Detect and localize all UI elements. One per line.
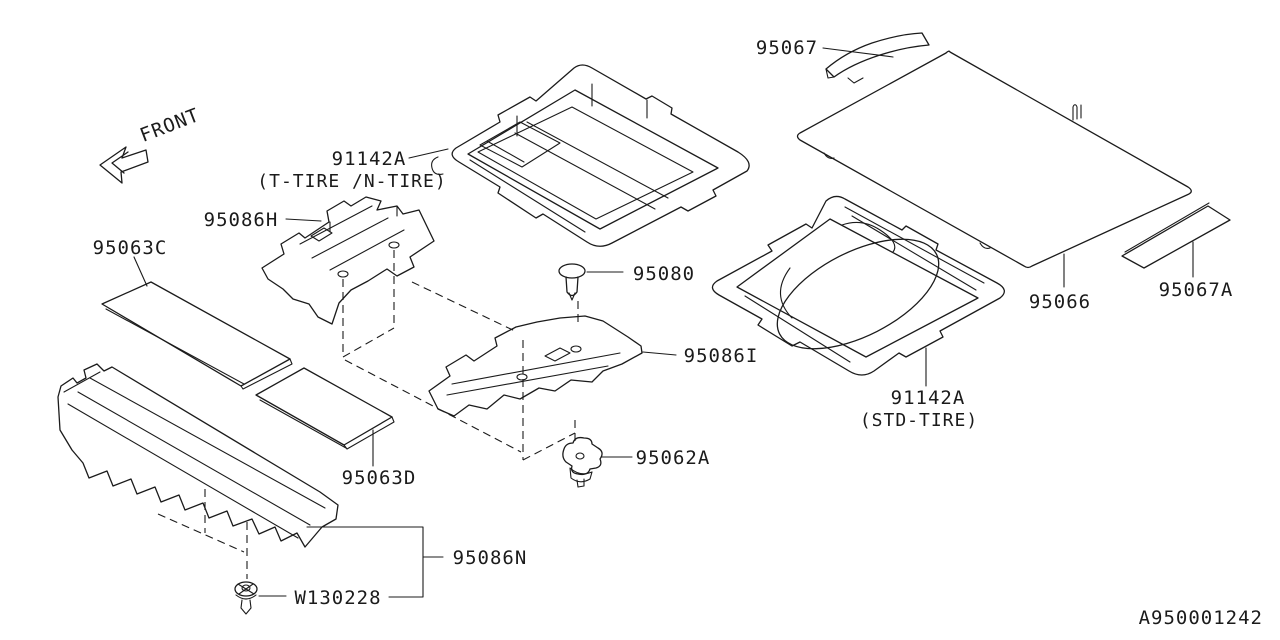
part-labels: 95067 91142A (T-TIRE /N-TIRE) 95086H 950…	[93, 37, 1263, 629]
pin-stem	[565, 276, 579, 297]
block-ridges	[446, 352, 621, 396]
part-label-w130228: W130228	[294, 587, 381, 609]
recess-pocket	[310, 227, 333, 242]
block-ridges	[67, 377, 326, 539]
part-detail	[825, 68, 835, 79]
part-95066-drawing	[796, 50, 1192, 269]
board-hook	[979, 242, 991, 249]
projection-line	[157, 513, 245, 553]
inner-floor	[477, 106, 694, 220]
part-label-95086i: 95086I	[684, 345, 759, 367]
rim-ticks	[516, 83, 648, 137]
clip-stem	[235, 594, 257, 615]
part-outline	[796, 50, 1192, 269]
leader-95086h	[285, 218, 322, 222]
part-95063d-drawing	[255, 367, 395, 450]
part-outline	[101, 281, 291, 387]
part-outline	[255, 367, 393, 446]
part-label-95063d: 95063D	[342, 467, 417, 489]
leader-lines	[133, 47, 1194, 598]
part-95067-drawing	[825, 32, 930, 84]
edge-line	[744, 295, 851, 363]
part-95086h-drawing	[261, 196, 435, 325]
projection-line	[344, 359, 522, 453]
channel-lines	[844, 206, 985, 291]
part-outline	[451, 64, 750, 247]
part-label-95066: 95066	[1029, 291, 1091, 313]
part-95086n-drawing	[57, 363, 339, 548]
drawing-number: A950001242	[1139, 607, 1263, 629]
tab-detail	[63, 371, 101, 393]
block-ridges	[299, 205, 405, 271]
part-label-95067: 95067	[756, 37, 818, 59]
part-detail	[1124, 202, 1210, 253]
inner-rim	[736, 218, 979, 358]
front-label: FRONT	[137, 104, 203, 147]
part-label-91142a-ttire: 91142A	[332, 148, 407, 170]
recess-contour	[779, 267, 793, 319]
leader-91142a-ttire	[408, 148, 449, 159]
part-95067a-drawing	[1121, 202, 1231, 269]
part-outline	[261, 196, 435, 325]
leader-95063c	[133, 256, 148, 287]
block-edges	[329, 205, 398, 233]
projection-line	[522, 432, 576, 461]
part-95063c-drawing	[101, 281, 293, 390]
part-outline	[711, 195, 1005, 376]
pad-thickness	[259, 399, 395, 450]
clip-center	[241, 584, 251, 592]
part-label-95067a: 95067A	[1159, 279, 1234, 301]
projection-line	[411, 281, 518, 333]
recess-pocket	[544, 347, 571, 362]
part-label-95063c: 95063C	[93, 237, 168, 259]
part-label-95080: 95080	[633, 263, 695, 285]
edge-line	[469, 159, 586, 233]
part-label-95086h: 95086H	[204, 209, 279, 231]
part-outline	[825, 32, 930, 78]
arrow-icon	[99, 146, 149, 184]
leader-95086i	[642, 351, 677, 356]
pin-head	[558, 263, 586, 279]
mounting-hole	[337, 270, 349, 278]
part-outline	[1121, 205, 1231, 269]
pin-tip	[568, 292, 576, 301]
part-label-91142a-std: 91142A	[891, 387, 966, 409]
clip-head	[562, 436, 603, 476]
pad-thickness	[105, 308, 293, 390]
bracket-95086n	[306, 526, 444, 598]
part-91142a-std-drawing	[711, 195, 1005, 376]
part-outline	[428, 315, 643, 417]
pocket	[479, 121, 561, 168]
fastener-w130228-clip-icon	[234, 581, 258, 615]
clip-center	[575, 452, 585, 460]
side-strap	[431, 156, 444, 175]
part-detail	[847, 77, 864, 84]
inner-rim	[467, 89, 719, 230]
fastener-95062a-clip-icon	[562, 436, 603, 488]
clip-hatch	[237, 583, 255, 595]
part-label-95062a: 95062A	[636, 447, 711, 469]
projection-line	[342, 327, 395, 358]
fastener-95080-pin-icon	[558, 263, 586, 301]
part-91142a-ttire-drawing	[431, 64, 750, 247]
projection-lines	[157, 250, 579, 579]
floor-ribs	[514, 121, 669, 210]
mounting-hole	[570, 345, 582, 353]
board-tab	[1072, 104, 1082, 121]
spare-tire-recess	[776, 238, 940, 350]
part-outline	[57, 363, 339, 548]
surface-contour	[841, 221, 896, 253]
part-95086i-drawing	[428, 315, 643, 417]
part-label-91142a-std-variant: (STD-TIRE)	[860, 410, 978, 431]
clip-head	[234, 581, 258, 597]
front-direction-arrow: FRONT	[99, 104, 203, 184]
leader-95067	[822, 47, 894, 58]
part-label-95086n: 95086N	[453, 547, 528, 569]
mounting-hole	[516, 373, 528, 381]
part-label-91142a-ttire-variant: (T-TIRE /N-TIRE)	[257, 171, 446, 192]
mounting-hole	[388, 241, 400, 249]
board-hook	[823, 152, 835, 159]
clip-skirt	[569, 467, 593, 488]
